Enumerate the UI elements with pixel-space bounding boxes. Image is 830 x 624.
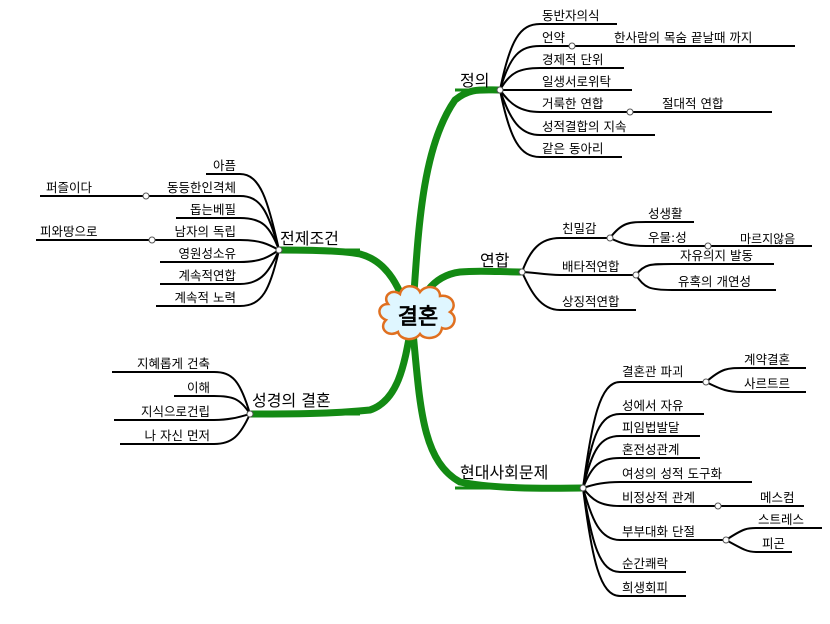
- modern-0-child-0: 계약결혼: [744, 352, 790, 367]
- modern-item-6: 부부대화 단절: [622, 524, 695, 539]
- def-item-2: 경제적 단위: [542, 52, 603, 67]
- modern-item-4: 여성의 성적 도구화: [622, 466, 722, 481]
- branch-union-label: 연합: [480, 251, 510, 270]
- def-item-1-child: 한사람의 목숨 끝날때 까지: [614, 30, 752, 45]
- premise-item-2: 돕는베필: [190, 202, 236, 217]
- branch-definition-label: 정의: [460, 71, 489, 90]
- premise-branches: [239, 173, 280, 307]
- bible-item-0: 지혜롭게 건축: [137, 356, 210, 371]
- bible-item-1: 이해: [187, 380, 210, 395]
- modern-0-child-1: 사르트르: [744, 376, 790, 391]
- premise-item-5: 계속적연합: [178, 268, 236, 283]
- definition-branches: [499, 23, 541, 158]
- bible-item-2: 지식으로건립: [141, 404, 210, 419]
- premise-item-3-child: 피와땅으로: [40, 224, 98, 239]
- modern-item-1: 성에서 자유: [622, 398, 683, 413]
- branch-modern-label: 현대사회문제: [460, 463, 548, 482]
- modern-item-2: 피임법발달: [622, 420, 680, 435]
- def-item-6: 같은 동아리: [542, 141, 603, 156]
- center-cloud: [378, 285, 456, 341]
- branch-premise-label: 전제조건: [280, 229, 339, 248]
- def-item-4: 거룩한 연합: [542, 96, 604, 111]
- center-label: 결혼: [398, 305, 438, 330]
- modern-branches: [582, 381, 621, 597]
- intimacy-child-0: 성생활: [648, 206, 683, 221]
- premise-item-4: 영원성소유: [178, 246, 236, 261]
- exclusive-child-0: 자유의지 발동: [680, 248, 753, 263]
- exclusive-child-1: 유혹의 개연성: [678, 274, 751, 289]
- modern-item-3: 혼전성관계: [622, 442, 680, 457]
- bible-item-3: 나 자신 먼저: [145, 428, 210, 443]
- intimacy-child-1: 우물:성: [648, 230, 687, 245]
- modern-item-7: 순간쾌락: [622, 556, 669, 571]
- premise-item-1: 동등한인격체: [167, 180, 236, 195]
- def-item-3: 일생서로위탁: [542, 74, 612, 89]
- def-item-5: 성적결합의 지속: [542, 119, 626, 134]
- modern-item-5: 비정상적 관계: [622, 490, 695, 505]
- modern-item-0: 결혼관 파괴: [622, 364, 683, 379]
- premise-item-3: 남자의 독립: [175, 224, 236, 239]
- union-symbolic: 상징적연합: [562, 294, 620, 309]
- branch-bible-label: 성경의 결혼: [252, 391, 331, 410]
- def-item-4-child: 절대적 연합: [662, 96, 724, 111]
- intimacy-grandchild: 마르지않음: [740, 232, 795, 246]
- center-node[interactable]: 결혼: [378, 285, 456, 341]
- def-item-0: 동반자의식: [542, 8, 600, 23]
- def-item-1: 언약: [542, 30, 566, 45]
- modern-6-child-1: 피곤: [762, 536, 785, 551]
- premise-item-0: 아픔: [213, 158, 236, 173]
- premise-item-6: 계속적 노력: [175, 290, 236, 305]
- union-intimacy: 친밀감: [562, 221, 597, 236]
- modern-item-8: 희생회피: [622, 580, 668, 595]
- modern-6-child-0: 스트레스: [758, 512, 804, 527]
- bible-branches: [213, 371, 251, 445]
- modern-5-child-0: 메스컴: [760, 490, 795, 505]
- premise-item-1-child: 퍼즐이다: [46, 180, 93, 195]
- union-exclusive: 배타적연합: [562, 259, 620, 274]
